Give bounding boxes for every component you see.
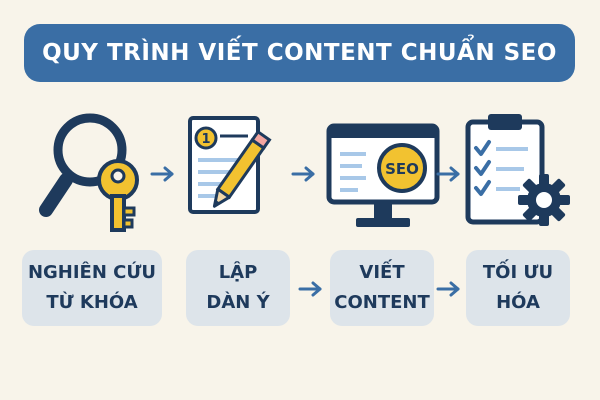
step-box-write-content: VIẾT CONTENT [330,250,434,326]
step-box-keyword-research: NGHIÊN CỨU TỪ KHÓA [22,250,162,326]
step-label-line-2: CONTENT [334,292,430,313]
step-box-optimize: TỐI ƯU HÓA [466,250,570,326]
seo-badge-text: SEO [385,160,419,178]
outline-badge-number: 1 [201,132,210,147]
arrow-right-icon [298,281,324,301]
step-label-line-2: TỪ KHÓA [46,292,138,313]
arrow-right-icon [436,281,462,301]
step-label-line-1: TỐI ƯU [482,262,554,283]
magnifier-key-icon [36,110,146,235]
monitor-seo-icon: SEO [326,122,442,232]
step-label-line-2: HÓA [496,292,540,313]
step-label-line-1: NGHIÊN CỨU [27,262,157,283]
step-label-line-2: DÀN Ý [206,292,270,313]
arrow-right-icon [291,166,317,186]
diagram-title: QUY TRÌNH VIẾT CONTENT CHUẨN SEO [42,40,557,66]
outline-pencil-icon: 1 [186,112,286,232]
step-label-line-1: VIẾT [359,262,405,283]
step-label-line-1: LẬP [218,262,258,283]
arrow-right-icon [150,166,176,186]
step-box-outline: LẬP DÀN Ý [186,250,290,326]
title-banner: QUY TRÌNH VIẾT CONTENT CHUẨN SEO [24,24,575,82]
clipboard-gear-icon [462,112,574,232]
arrow-right-icon [436,166,462,186]
